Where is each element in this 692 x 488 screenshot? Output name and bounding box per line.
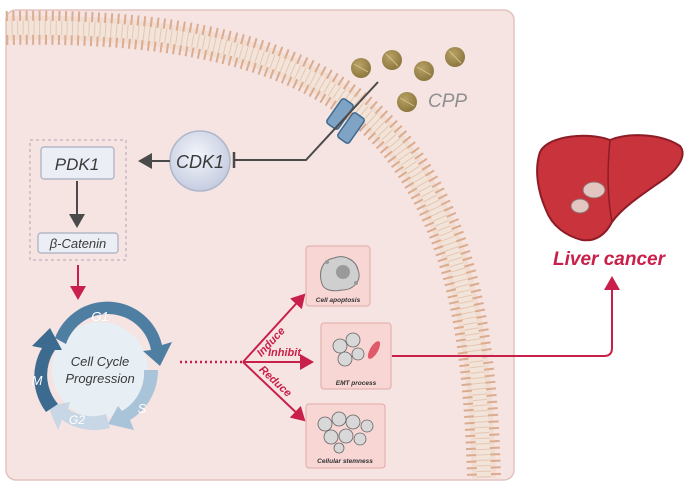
cell-apoptosis-label: Cell apoptosis <box>316 297 361 304</box>
pdk1-catenin-group <box>29 139 127 261</box>
liver-cancer-label: Liver cancer <box>553 249 667 270</box>
cell-membrane <box>5 10 501 479</box>
cpp-particles <box>351 47 465 112</box>
stemness-cells-icon <box>317 411 374 454</box>
liver-icon <box>536 134 684 242</box>
pdk1-node <box>40 146 115 180</box>
m-phase-label: M <box>32 373 43 388</box>
g1-label: G1 <box>91 309 108 324</box>
cycle-label-line2: Progression <box>65 371 134 386</box>
arrow-to-liver-cancer <box>392 276 620 357</box>
cellular-stemness-label: Cellular stemness <box>317 458 373 465</box>
beta-catenin-label: β-Catenin <box>49 236 107 251</box>
inhibit-line-cdk1 <box>234 81 379 161</box>
emt-process-label: EMT process <box>336 380 377 387</box>
s-phase-label: S <box>138 401 147 416</box>
cpp-label: CPP <box>428 91 467 112</box>
emt-cells-icon <box>332 332 381 367</box>
cdk1-label: CDK1 <box>176 152 224 172</box>
g2-label: G2 <box>69 413 85 427</box>
apoptosis-cell-icon <box>320 256 360 292</box>
beta-catenin-node <box>37 232 119 254</box>
inhibit-label: Inhibit <box>268 347 302 359</box>
pdk1-label: PDK1 <box>55 155 99 174</box>
cell-cycle-diagram <box>32 301 172 431</box>
arrow-induce <box>242 293 306 363</box>
arrow-reduce <box>242 361 306 422</box>
channel-protein-icon <box>326 98 365 144</box>
cycle-label-line1: Cell Cycle <box>71 354 130 369</box>
